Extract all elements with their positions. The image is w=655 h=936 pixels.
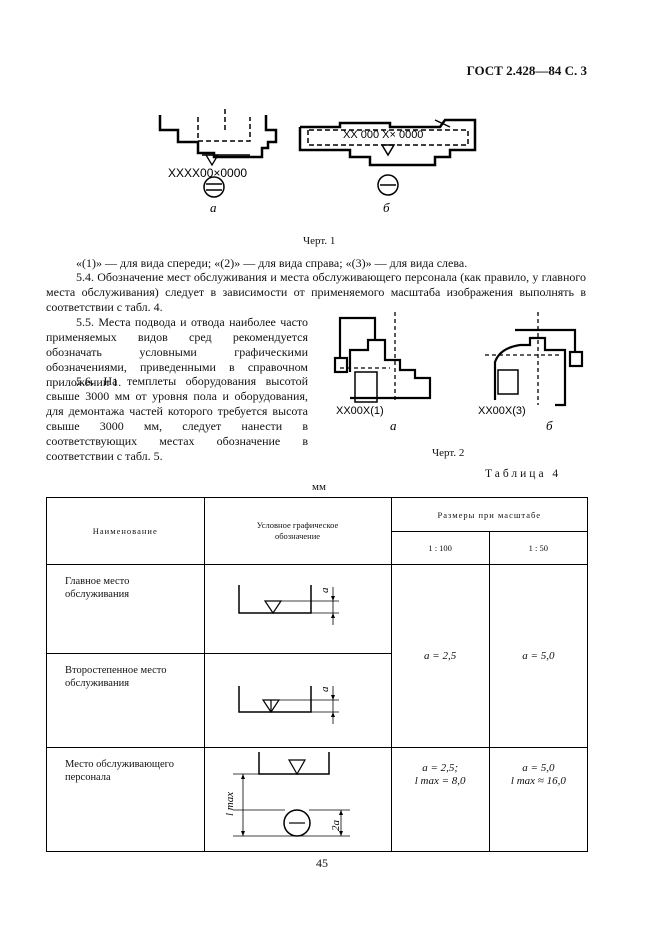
paragraph-views: «(1)» — для вида спереди; «(2)» — для ви…	[76, 256, 468, 270]
paragraph-5-6: 5.6. На темплеты оборудования высотой св…	[46, 374, 308, 463]
figure-1a-sublabel: а	[210, 200, 217, 215]
dim-2a-label: 2a	[330, 820, 342, 832]
row-name-secondary: Второстепенное место обслуживания	[46, 653, 205, 748]
figure-1a-label: ХХХХ00×0000	[168, 166, 247, 180]
figure-1-caption: Черт. 1	[303, 235, 336, 247]
page-number: 45	[316, 856, 328, 870]
symbol-main-cell: a	[203, 564, 392, 654]
value-staff-50-l: l max ≈ 16,0	[510, 775, 566, 787]
figure-2b-drawing	[493, 328, 584, 407]
figure-1b-drawing	[298, 118, 477, 167]
table-row: Второстепенное место обслуживания a	[46, 653, 588, 748]
table-header-name: Наименование	[46, 497, 205, 565]
page-header: ГОСТ 2.428—84 С. 3	[466, 63, 587, 78]
paragraph-5-4: 5.4. Обозначение мест обслуживания и мес…	[46, 270, 586, 314]
table-header-symbol: Условное графическое обозначение	[203, 497, 392, 565]
table-header-sizes: Размеры при масштабе	[390, 497, 589, 532]
row-name-main: Главное место обслуживания	[46, 564, 205, 654]
paragraph-5-5: 5.5. Места подвода и отвода наиболее час…	[46, 315, 308, 389]
value-staff-50-a: a = 5,0	[522, 762, 555, 774]
value-staff-50: a = 5,0 l max ≈ 16,0	[488, 747, 589, 852]
figure-2: ХХ00Х(1) а ХХ00Х(3) б	[333, 312, 584, 433]
figure-2a-label: ХХ00Х(1)	[336, 405, 384, 417]
dim-a-label-secondary: a	[319, 686, 331, 692]
value-staff-100-l: l max = 8,0	[414, 775, 466, 787]
main-service-symbol: a	[237, 585, 339, 625]
table-header-scale-100: 1 : 100	[390, 531, 490, 565]
table-row: Место обслуживающего персонала	[46, 747, 589, 852]
value-staff-100: a = 2,5; l max = 8,0	[390, 747, 490, 852]
symbol-staff-cell: l max 2a	[203, 747, 392, 852]
staff-place-symbol: l max 2a	[224, 752, 350, 837]
figure-2b-sublabel: б	[546, 418, 553, 433]
figure-1a-drawing	[158, 115, 278, 159]
value-main-100: a = 2,5	[390, 564, 490, 748]
figure-2a-sublabel: а	[390, 418, 397, 433]
table-4: Наименование Условное графическое обозна…	[46, 497, 589, 852]
figure-2b-label: ХХ00Х(3)	[478, 405, 526, 417]
row-name-staff: Место обслуживающего персонала	[46, 747, 205, 852]
figure-1: ХХХХ00×0000 а ХХ 000 Х× 0000 б	[158, 109, 477, 215]
dim-lmax-label: l max	[224, 792, 236, 816]
value-staff-100-a: a = 2,5;	[422, 762, 459, 774]
table-header-scale-50: 1 : 50	[488, 531, 589, 565]
figure-2a-drawing	[333, 316, 432, 403]
table-4-units: мм	[312, 481, 326, 493]
figure-1b-sublabel: б	[383, 200, 390, 215]
secondary-service-symbol: a	[237, 686, 339, 724]
dim-a-label-main: a	[319, 587, 331, 593]
table-4-title: Таблица 4	[485, 468, 562, 480]
figure-2-caption: Черт. 2	[432, 447, 465, 459]
figure-1b-label: ХХ 000 Х× 0000	[343, 129, 423, 141]
value-main-50: a = 5,0	[488, 564, 589, 748]
table-row: Главное место обслуживания a a = 2,5 a =…	[46, 564, 589, 748]
symbol-secondary-cell: a	[203, 653, 392, 748]
